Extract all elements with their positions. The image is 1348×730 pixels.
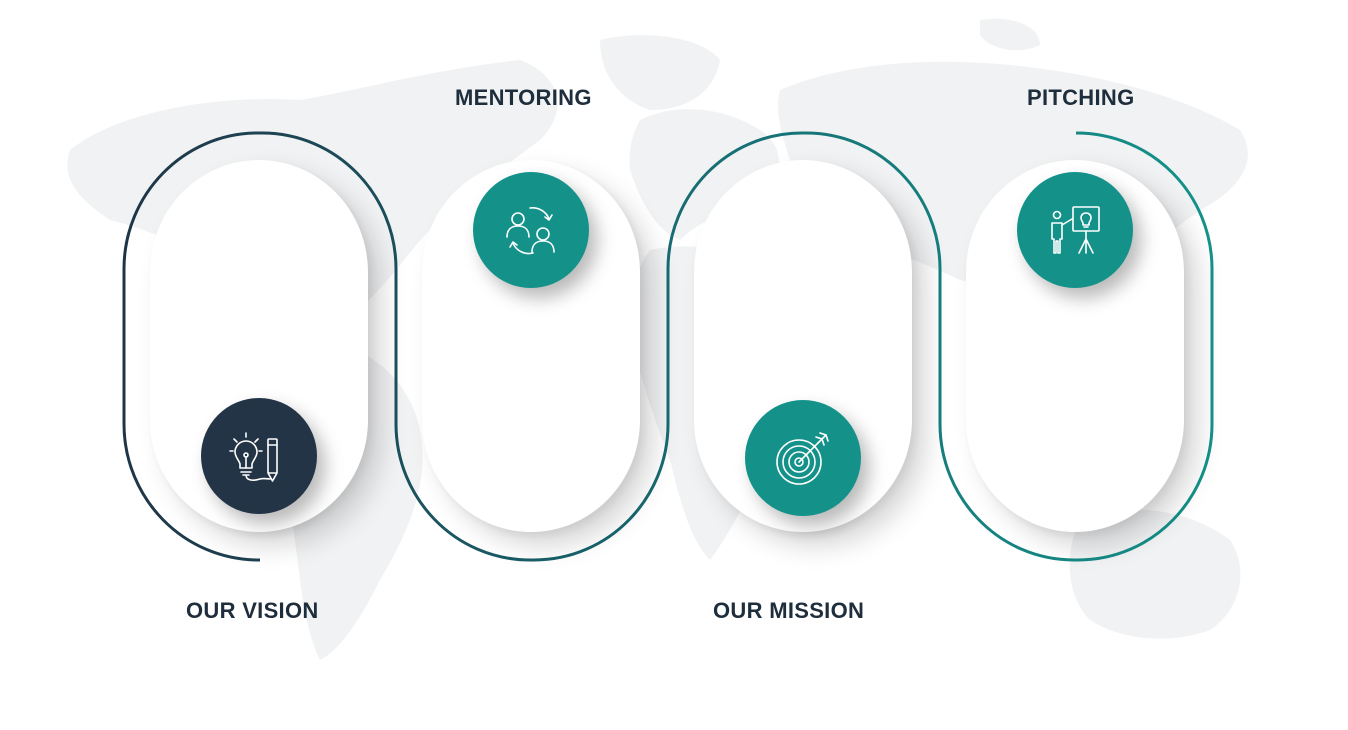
mentoring-badge bbox=[473, 172, 589, 288]
vision-badge bbox=[201, 398, 317, 514]
target-arrow-icon bbox=[776, 432, 829, 485]
step-label-mission: OUR MISSION bbox=[713, 598, 865, 623]
presentation-idea-icon bbox=[1051, 206, 1100, 254]
mission-badge bbox=[745, 400, 861, 516]
step-label-mentoring: MENTORING bbox=[455, 85, 592, 110]
step-label-vision: OUR VISION bbox=[186, 598, 319, 623]
step-label-pitching: PITCHING bbox=[1027, 85, 1135, 110]
people-exchange-icon bbox=[506, 207, 555, 255]
lightbulb-pencil-icon bbox=[229, 432, 278, 482]
pitching-badge bbox=[1017, 172, 1133, 288]
